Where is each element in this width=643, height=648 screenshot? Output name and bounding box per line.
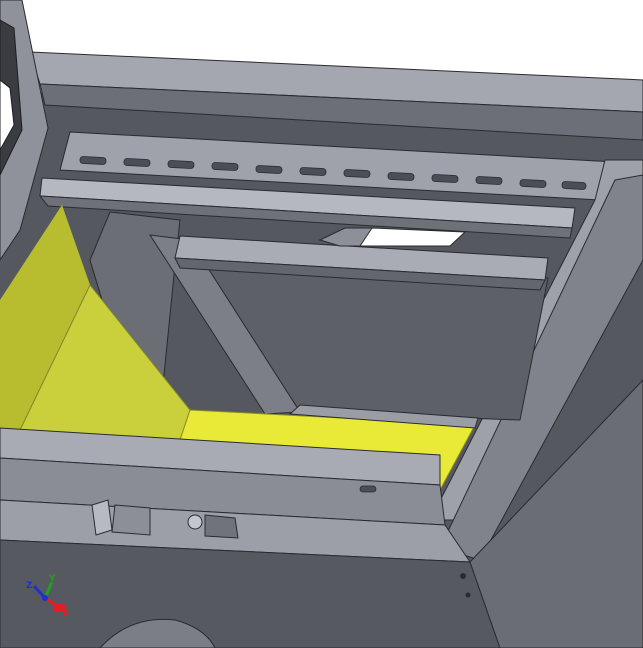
inner-crossbar-under	[174, 257, 546, 291]
triad-x-label: X	[62, 609, 69, 619]
top-rim-beam-shadow	[39, 83, 643, 141]
back-bracket	[318, 227, 373, 247]
floor-ledge	[288, 404, 479, 429]
bracket-part-1	[91, 499, 113, 536]
screw-1	[460, 573, 466, 579]
triad-y-label: Y	[48, 574, 56, 584]
round-cutout	[99, 618, 216, 648]
front-lower-panel	[0, 539, 501, 648]
right-frame-post-face	[439, 174, 643, 561]
triad-z-label: Z	[26, 581, 33, 591]
front-right-lower-panel	[469, 379, 643, 648]
screw-2	[465, 592, 471, 598]
axis-triad-icon: X Y Z	[26, 574, 69, 619]
slot-holes	[79, 156, 587, 190]
yellow-side-wall-dark	[0, 205, 90, 430]
rail-slot	[359, 485, 377, 493]
bolt-part	[187, 514, 203, 530]
front-rail-top-underside	[38, 195, 573, 239]
bracket-part-3	[204, 514, 239, 539]
bracket-part-2	[111, 504, 151, 536]
left-door-window	[0, 79, 15, 152]
